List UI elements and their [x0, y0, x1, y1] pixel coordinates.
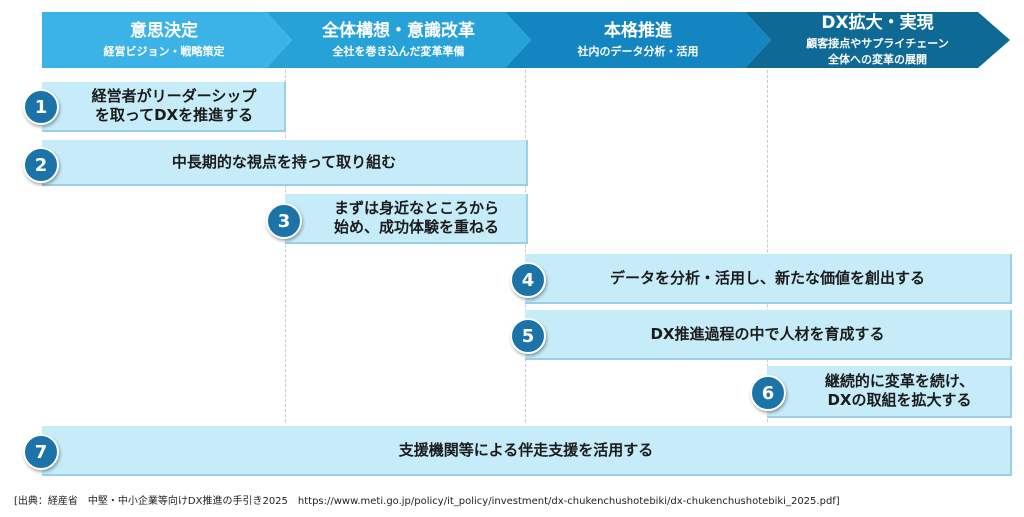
phase-divider	[285, 70, 286, 422]
phase-subtitle: 社内のデータ分析・活用	[577, 45, 699, 58]
phase-subtitle: 全社を巻き込んだ変革準備	[332, 45, 465, 58]
step-badge-3: 3	[266, 203, 302, 239]
step-text-line2: 始め、成功体験を重ねる	[333, 218, 499, 236]
step-badge-5: 5	[510, 318, 546, 354]
phase-subtitle-line2: 全体への変革の展開	[827, 53, 927, 66]
step-text-line1: 継続的に変革を続け、	[824, 372, 975, 390]
step-badge-1: 1	[23, 89, 59, 125]
step-bar-7: 支援機関等による伴走支援を活用する	[42, 426, 1012, 476]
step-text: DX推進過程の中で人材を育成する	[650, 324, 885, 343]
step-text-line1: 経営者がリーダーシップ	[91, 87, 257, 105]
phase-title: 本格推進	[604, 21, 672, 41]
phase-arrow-vision: 全体構想・意識改革 全社を巻き込んだ変革準備	[266, 12, 531, 68]
phase-arrow-full-promotion: 本格推進 社内のデータ分析・活用	[505, 12, 771, 68]
step-text-line2: DXの取組を拡大する	[827, 391, 972, 409]
step-text: 中長期的な視点を持って取り組む	[171, 152, 397, 171]
phase-title: 意思決定	[130, 21, 198, 41]
step-bar-1: 経営者がリーダーシップ を取ってDXを推進する	[42, 82, 286, 132]
step-text-line1: まずは身近なところから	[333, 199, 499, 217]
step-bar-4: データを分析・活用し、新たな価値を創出する	[525, 254, 1012, 304]
phase-arrow-dx-expansion: DX拡大・実現 顧客接点やサプライチェーン 全体への変革の展開	[745, 12, 1010, 68]
step-badge-7: 7	[23, 434, 59, 470]
step-badge-6: 6	[750, 375, 786, 411]
phase-subtitle: 経営ビジョン・戦略策定	[103, 45, 225, 58]
step-text: 支援機関等による伴走支援を活用する	[398, 440, 654, 459]
phase-title: DX拡大・実現	[821, 13, 934, 33]
step-bar-6: 継続的に変革を続け、 DXの取組を拡大する	[767, 366, 1012, 418]
phase-subtitle-line1: 顧客接点やサプライチェーン	[806, 37, 949, 50]
source-citation: [出典：経産省 中堅・中小企業等向けDX推進の手引き2025 https://w…	[14, 496, 840, 507]
step-text-line2: を取ってDXを推進する	[94, 106, 254, 124]
step-text: データを分析・活用し、新たな価値を創出する	[609, 268, 925, 287]
phase-divider	[767, 70, 768, 422]
step-bar-5: DX推進過程の中で人材を育成する	[525, 310, 1012, 360]
step-badge-4: 4	[510, 262, 546, 298]
phase-title: 全体構想・意識改革	[322, 21, 475, 41]
phase-arrow-decision: 意思決定 経営ビジョン・戦略策定	[42, 12, 292, 68]
phase-divider	[525, 70, 526, 422]
step-badge-2: 2	[23, 147, 59, 183]
step-bar-3: まずは身近なところから 始め、成功体験を重ねる	[285, 194, 528, 244]
step-bar-2: 中長期的な視点を持って取り組む	[42, 140, 528, 186]
